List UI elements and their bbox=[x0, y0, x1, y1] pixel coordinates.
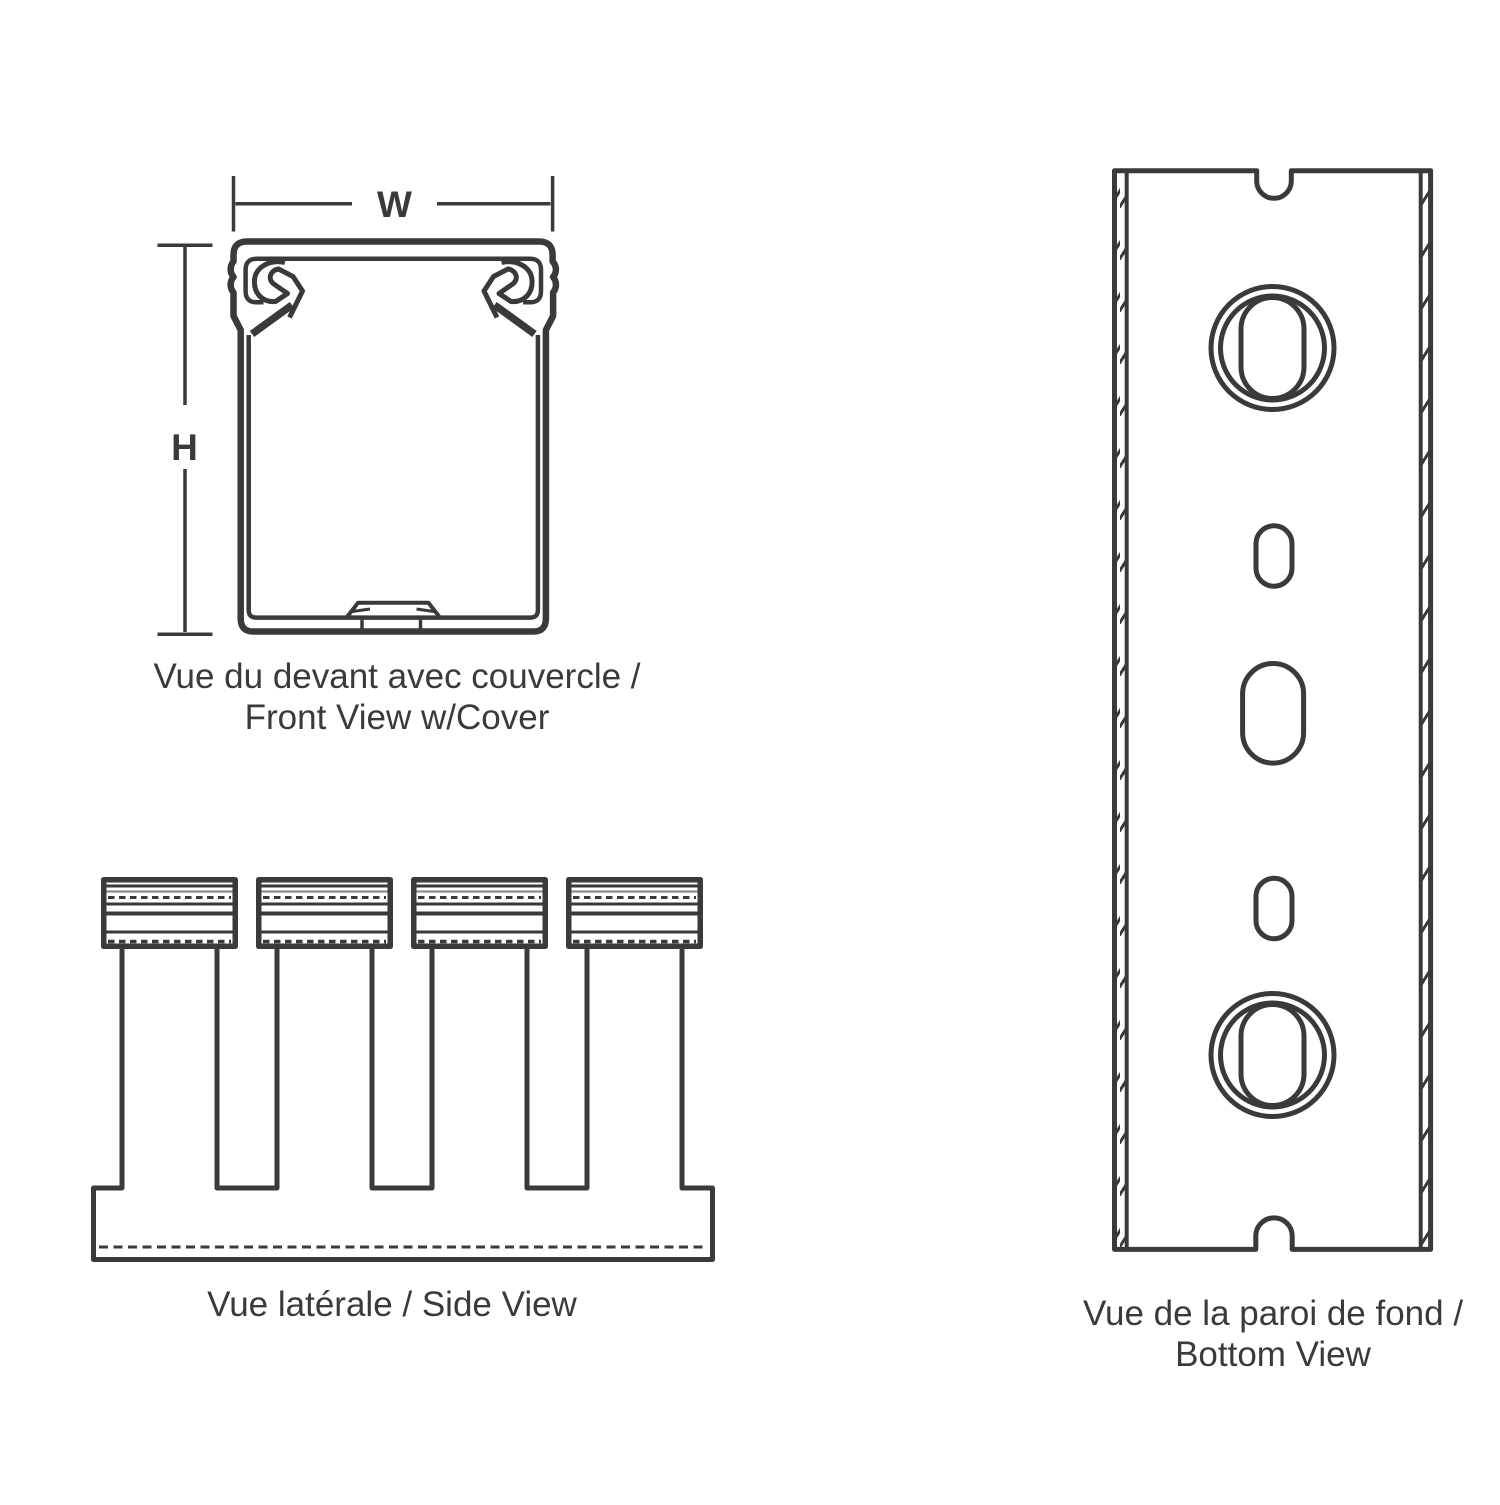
bottom-view-caption-line2: Bottom View bbox=[1175, 1335, 1371, 1374]
sidewall-hatch-right bbox=[1422, 173, 1430, 1247]
cover-cap-1 bbox=[104, 880, 236, 947]
width-dimension: W bbox=[231, 176, 555, 232]
height-dim-label: H bbox=[171, 427, 198, 468]
plate-outline bbox=[1112, 168, 1434, 1252]
cover-cap-3 bbox=[414, 880, 546, 947]
front-view-drawing: W H bbox=[157, 176, 560, 637]
latch-left bbox=[252, 262, 303, 334]
front-view-caption-line2: Front View w/Cover bbox=[244, 698, 550, 737]
bottom-view-drawing bbox=[1112, 168, 1434, 1252]
latch-right bbox=[484, 262, 535, 334]
bottom-view-caption: Vue de la paroi de fond / Bottom View bbox=[1083, 1293, 1463, 1375]
cover-cap-2 bbox=[259, 880, 391, 947]
knockout-bottom bbox=[1211, 994, 1334, 1117]
duct-inner-wall bbox=[246, 335, 541, 620]
slot-lower bbox=[1256, 878, 1292, 938]
duct-outer-profile bbox=[227, 238, 560, 635]
side-outline bbox=[91, 949, 715, 1262]
slot-center bbox=[1240, 661, 1307, 766]
bottom-view-caption-line1: Vue de la paroi de fond / bbox=[1082, 1294, 1464, 1333]
side-view-caption-line1: Vue latérale / Side View bbox=[207, 1285, 577, 1324]
side-view-drawing bbox=[91, 880, 715, 1262]
sidewall-hatch-left bbox=[1116, 173, 1126, 1247]
cover-inner-line bbox=[243, 256, 544, 305]
bottom-rib bbox=[344, 600, 442, 630]
side-view-caption: Vue latérale / Side View bbox=[207, 1284, 577, 1325]
height-dimension: H bbox=[157, 243, 213, 637]
knockout-top bbox=[1211, 287, 1334, 410]
front-view-caption: Vue du devant avec couvercle / Front Vie… bbox=[153, 656, 640, 738]
width-dim-label: W bbox=[377, 184, 412, 225]
front-view-caption-line1: Vue du devant avec couvercle / bbox=[153, 657, 641, 696]
slot-upper bbox=[1256, 526, 1292, 586]
cover-cap-4 bbox=[569, 880, 701, 947]
